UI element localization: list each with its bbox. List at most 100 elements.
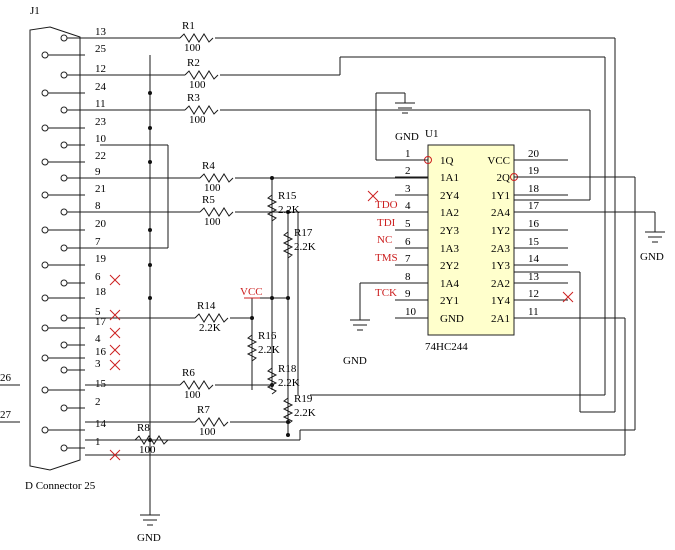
connector-pin-number: 17: [95, 316, 107, 328]
connector-pin-left: 5: [60, 306, 101, 322]
label-tdo: TDO: [375, 199, 398, 211]
chip-pin-label: 1A1: [440, 172, 459, 184]
resistor-value: 100: [184, 389, 201, 401]
chip-pin-label: 2Y4: [440, 190, 459, 202]
chip-pin-label: 1Q: [440, 155, 454, 167]
resistor-ref: R3: [187, 92, 200, 104]
connector-pin-right: 23: [41, 116, 107, 132]
connector-pin-number: 16: [95, 346, 107, 358]
connector-pin-right: 18: [41, 286, 107, 302]
connector-pin-number: 18: [95, 286, 107, 298]
chip-pin-label: 2A3: [491, 243, 510, 255]
connector-pin-left: 11: [60, 98, 106, 114]
chip-pin-left: 2 1A1: [395, 165, 459, 184]
chip-pin-right: 15 2A3: [491, 236, 568, 255]
junction-dots: [148, 91, 290, 442]
chip-pin-number: 11: [528, 306, 539, 318]
power-symbols: GND GND GND GND VCC: [137, 102, 665, 544]
connector-shell: [29, 26, 81, 471]
resistor-ref: R16: [258, 330, 277, 342]
resistor-value: 100: [139, 444, 156, 456]
chip-pin-number: 19: [528, 165, 540, 177]
resistor-ref: R4: [202, 160, 215, 172]
resistor-r8: R8 100: [134, 422, 169, 456]
connector-pin-right: 20: [41, 218, 107, 234]
chip-pin-number: 13: [528, 271, 540, 283]
jtag-labels: TDO TDI NC TMS TCK: [375, 199, 398, 299]
connector-pin-right: 25: [41, 43, 107, 59]
resistor-value: 2.2K: [199, 322, 221, 334]
resistor-ref: R19: [294, 393, 313, 405]
resistor-value: 2.2K: [294, 241, 316, 253]
connector-pin-left: 8: [60, 200, 101, 216]
net-label-26: 26: [0, 372, 12, 384]
connector-ref: J1: [30, 5, 40, 17]
connector-pin-left: 2: [60, 396, 101, 412]
connector-pin-number: 25: [95, 43, 107, 55]
chip-pin-number: 9: [405, 288, 411, 300]
connector-pin-number: 15: [95, 378, 107, 390]
chip-pin-label: 2Q: [497, 172, 511, 184]
chip-pin-label: 2A1: [491, 313, 510, 325]
resistor-value: 100: [204, 182, 221, 194]
gnd-label-mid: GND: [343, 355, 367, 367]
connector-pin-right: 14: [41, 418, 107, 434]
resistor-ref: R5: [202, 194, 215, 206]
connector-pin-number: 10: [95, 133, 107, 145]
resistors: R1100R2100R3100R4100R5100R6100R7100R8100…: [134, 20, 316, 456]
chip-pin-label: GND: [440, 313, 464, 325]
chip-pin-number: 15: [528, 236, 540, 248]
connector-pin-number: 13: [95, 26, 107, 38]
chip-pin-label: 1A3: [440, 243, 459, 255]
connector-pin-right: 21: [41, 183, 106, 199]
chip-pin-label: 2Y1: [440, 295, 459, 307]
chip-pin-label: VCC: [487, 155, 510, 167]
chip-pin-number: 7: [405, 253, 411, 265]
connector-name: D Connector 25: [25, 480, 96, 492]
resistor-ref: R2: [187, 57, 200, 69]
connector-pin-number: 24: [95, 81, 107, 93]
connector-pin-left: 1: [60, 436, 101, 452]
label-tdi: TDI: [377, 217, 396, 229]
chip-pin-number: 10: [405, 306, 417, 318]
resistor-value: 100: [184, 42, 201, 54]
resistor-ref: R8: [137, 422, 150, 434]
chip-pin-number: 8: [405, 271, 411, 283]
resistor-ref: R18: [278, 363, 297, 375]
chip-pin-number: 17: [528, 200, 540, 212]
connector-pin-right: 22: [41, 150, 106, 166]
connector-pin-number: 14: [95, 418, 107, 430]
chip-pin-label: 1Y2: [491, 225, 510, 237]
connector-pin-left: 9: [60, 166, 101, 182]
label-tck: TCK: [375, 287, 397, 299]
connector-pin-number: 19: [95, 253, 107, 265]
connector-pin-left: 7: [60, 236, 101, 252]
chip-pin-number: 2: [405, 165, 411, 177]
resistor-value: 2.2K: [278, 377, 300, 389]
connector-pins: 1312111098765432125242322212019181716151…: [41, 26, 107, 452]
connector-pin-right: 17: [41, 316, 107, 332]
chip-pin-left: 9 2Y1: [395, 288, 459, 307]
chip-pin-number: 1: [405, 148, 411, 160]
resistor-ref: R6: [182, 367, 195, 379]
connector-pin-number: 8: [95, 200, 101, 212]
connector-pin-right: 16: [41, 346, 107, 362]
gnd-label-right: GND: [640, 251, 664, 263]
resistor-r16: R16 2.2K: [246, 330, 280, 362]
chip-pin-label: 1Y3: [491, 260, 510, 272]
connector-pin-number: 2: [95, 396, 101, 408]
chip-pin-label: 1Y4: [491, 295, 510, 307]
resistor-value: 2.2K: [258, 344, 280, 356]
